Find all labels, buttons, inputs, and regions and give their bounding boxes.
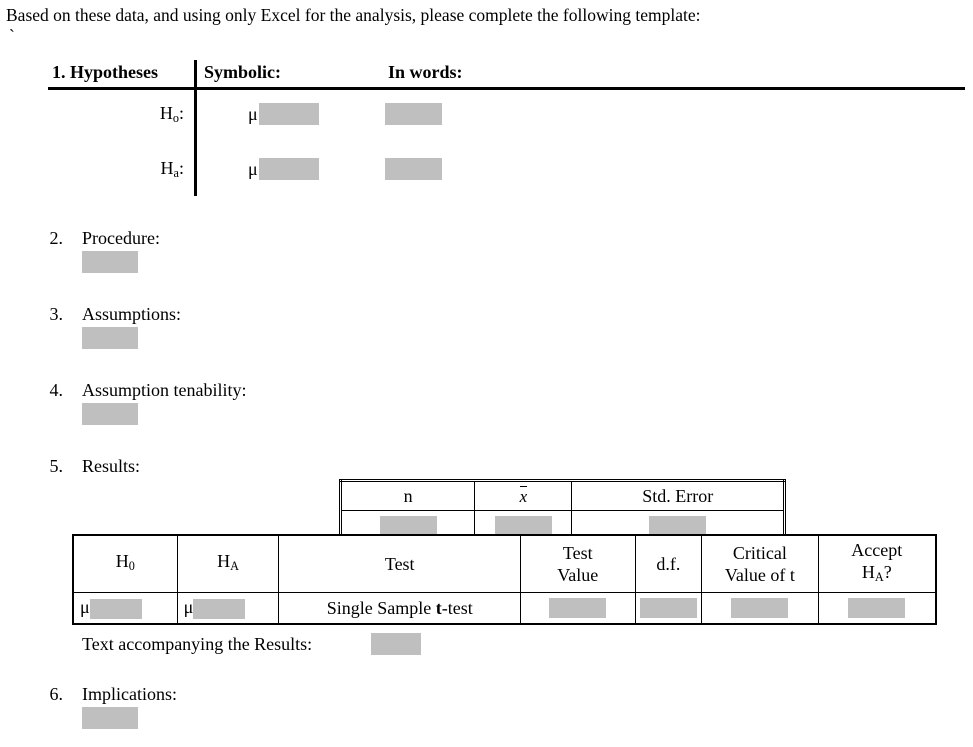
test-header-test-value-line2: Value [557,565,599,585]
summary-header-n: n [339,480,476,511]
test-header-accept-line1: Accept [851,540,903,561]
test-cell-accept [817,592,937,625]
implications-field[interactable] [82,707,138,729]
test-header-test-value-line1: Test [562,543,593,563]
null-hypothesis-inwords-field[interactable] [385,103,442,125]
hypotheses-header-rule [48,87,965,90]
accompanying-text-row: Text accompanying the Results: [82,634,312,655]
item-number-3: 3. [49,304,64,324]
item-label-assumption-tenability: Assumption tenability: [82,380,247,400]
test-ha-mu-symbol: μ [183,597,194,618]
test-cell-df [634,592,703,625]
test-value-field[interactable] [549,598,607,618]
hypotheses-vertical-divider [194,60,197,196]
test-header-test: Test [278,534,521,593]
test-header-critical-line2: Value of t [724,565,795,585]
null-hypothesis-label: Ho: [64,103,184,126]
df-field[interactable] [639,598,697,618]
test-header-ha: HA [176,534,280,593]
item-number-2: 2. [49,228,64,248]
test-header-h0-letter: H [115,551,129,572]
test-name-suffix: -test [441,597,473,618]
accompanying-text-field[interactable] [371,633,421,655]
test-table-data-row: μ μ Single Sample t-test [72,592,937,625]
stray-backtick-mark: ` [9,26,15,46]
null-hypothesis-mu-symbol: μ [248,104,258,124]
test-header-df: d.f. [634,534,703,593]
test-header-accept-subscript: A [874,570,884,585]
summary-header-xbar: x [474,480,573,511]
test-cell-test-name: Single Sample t-test [278,592,521,625]
item-label-procedure: Procedure: [82,228,160,248]
alternative-hypothesis-colon: : [178,158,184,178]
item-label-results: Results: [82,456,141,476]
null-hypothesis-colon: : [178,103,184,123]
test-header-accept-question: ? [883,562,892,583]
test-header-ha-subscript: A [230,559,239,574]
alternative-hypothesis-inwords-field[interactable] [385,158,442,180]
xbar-symbol: x [519,485,528,506]
hypotheses-heading: 1. Hypotheses [52,62,159,82]
test-h0-mu-symbol: μ [80,597,90,618]
test-h0-field[interactable] [89,598,142,619]
summary-header-std-error: Std. Error [571,480,785,511]
alternative-hypothesis-symbolic-field[interactable] [259,158,319,180]
hypotheses-column-inwords-header: In words: [388,62,463,82]
hypotheses-column-symbolic-header: Symbolic: [204,62,282,82]
item-label-assumptions: Assumptions: [82,304,182,324]
summary-n-field[interactable] [379,516,437,536]
test-header-h0: H0 [72,534,178,593]
intro-paragraph: Based on these data, and using only Exce… [6,5,701,25]
null-hypothesis-symbolic-field[interactable] [259,103,319,125]
null-hypothesis-subscript: o [172,111,179,126]
test-ha-field[interactable] [193,598,246,619]
assumptions-field[interactable] [82,327,138,349]
accept-field[interactable] [848,598,906,618]
test-cell-ha: μ [176,592,280,625]
test-name-prefix: Single Sample [326,597,436,618]
test-cell-h0: μ [72,592,178,625]
item-number-5: 5. [49,456,64,476]
test-header-accept-line2: H [861,562,875,583]
item-number-6: 6. [49,684,64,704]
critical-value-field[interactable] [731,598,789,618]
assumption-tenability-field[interactable] [82,403,138,425]
hypotheses-section: 1. Hypotheses Symbolic: In words: Ho: μ … [0,60,973,200]
summary-header-row: n x Std. Error [339,480,785,511]
test-cell-test-value [519,592,636,625]
item-number-4: 4. [49,380,64,400]
null-hypothesis-letter: H [159,103,173,123]
test-cell-critical-value [701,592,819,625]
alternative-hypothesis-subscript: a [173,166,179,181]
test-header-h0-subscript: 0 [128,559,135,574]
item-label-implications: Implications: [82,684,177,704]
summary-xbar-field[interactable] [494,516,552,536]
procedure-field[interactable] [82,251,138,273]
alternative-hypothesis-mu-symbol: μ [248,159,258,179]
test-name-bold-t: t [435,597,442,618]
test-header-ha-letter: H [217,551,231,572]
alternative-hypothesis-label: Ha: [64,158,184,181]
test-header-critical-line1: Critical [732,543,787,563]
summary-std-error-field[interactable] [649,516,707,536]
accompanying-text-label: Text accompanying the Results: [82,634,313,654]
alternative-hypothesis-letter: H [160,158,174,178]
